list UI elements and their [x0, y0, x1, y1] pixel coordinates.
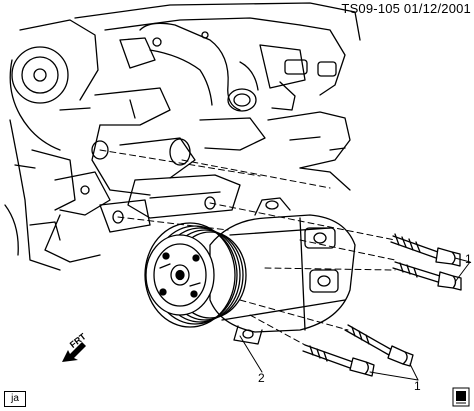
mounting-bolt-1 — [390, 233, 461, 267]
footer-tag: ja — [4, 391, 26, 407]
illustration-id-date: TS09-105 01/12/2001 — [341, 1, 471, 16]
ac-compressor — [144, 197, 356, 345]
document-stack-icon — [452, 387, 470, 407]
front-arrow-icon — [62, 342, 86, 362]
mounting-bolt-4 — [302, 344, 375, 377]
mounting-bolt-2 — [392, 261, 462, 291]
callout-compressor: 2 — [258, 371, 265, 385]
engine-block — [4, 2, 361, 271]
callout-bolts: 1 — [465, 252, 472, 266]
callout-bolts-lower: 1 — [414, 379, 421, 393]
leader-lines — [239, 257, 471, 381]
mounting-bolt-3 — [344, 324, 414, 367]
